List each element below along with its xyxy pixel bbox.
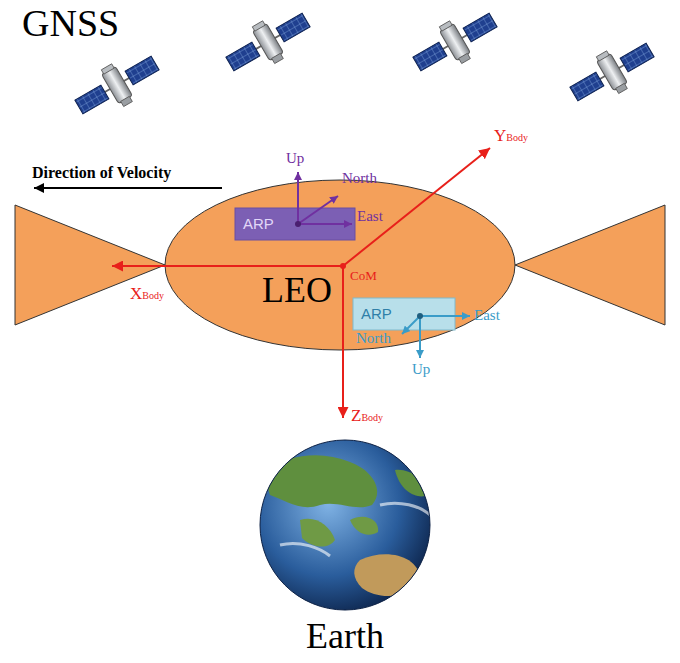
frame-axis-label: Up	[286, 150, 304, 167]
point-label: CoM	[350, 269, 377, 284]
drawing-part	[34, 187, 222, 189]
drawing-part	[300, 519, 335, 547]
drawing-part	[342, 266, 344, 418]
drawing-part	[280, 543, 330, 556]
drawing-part	[343, 148, 490, 266]
drawing-part	[353, 298, 455, 330]
title: GNSS	[22, 2, 119, 46]
frame-axis-label: North	[342, 170, 377, 187]
drawing-part	[219, 2, 317, 83]
frame-axis-label: Up	[412, 361, 430, 378]
arp-frame-blue	[402, 313, 470, 358]
drawing-part	[419, 316, 421, 358]
frame-axis-label: North	[356, 330, 391, 347]
drawing-part	[262, 455, 377, 507]
drawing-part	[297, 172, 299, 224]
drawing-part	[112, 265, 343, 267]
earth-picture	[260, 440, 430, 610]
node-text: ARP	[243, 216, 274, 231]
velocity-arrow	[34, 188, 222, 189]
drawing-part	[406, 2, 504, 83]
drawing-part	[563, 32, 661, 113]
earth-globe: Earth	[255, 440, 441, 658]
drawing-part	[298, 223, 352, 225]
drawing-part	[340, 263, 346, 269]
frame-axis-label: East	[357, 208, 383, 225]
drawing-part	[235, 208, 355, 240]
drawing-part	[262, 455, 430, 596]
axis-label: XBody	[130, 284, 164, 304]
drawing-part	[260, 440, 430, 610]
axis-label: ZBody	[351, 406, 383, 426]
drawing-part	[350, 517, 378, 535]
drawing-part	[354, 554, 420, 596]
drawing-part	[295, 221, 301, 227]
node-text: ARP	[361, 306, 392, 321]
node-text: Earth	[255, 618, 435, 654]
leo-satellite	[15, 180, 665, 350]
body-axes	[112, 148, 490, 418]
node-text: LEO	[262, 272, 332, 308]
antenna-reference-box: ARP	[353, 298, 455, 330]
axis-label: YBody	[494, 126, 528, 146]
antenna-boxes	[235, 208, 455, 330]
satellite-body: LEO ARP ARP	[165, 180, 515, 350]
drawing-part	[68, 45, 166, 126]
gnss-satellites	[68, 2, 661, 126]
frame-axis-label: East	[474, 307, 500, 324]
drawing-part	[380, 503, 430, 515]
direction-label: Direction of Velocity	[32, 164, 171, 182]
drawing-part	[417, 313, 423, 319]
drawing-part	[420, 315, 470, 317]
drawing-part	[260, 440, 430, 610]
antenna-reference-box: ARP	[235, 208, 355, 240]
drawing-part	[298, 196, 338, 224]
drawing-part	[402, 316, 420, 334]
drawing-part	[515, 205, 665, 325]
